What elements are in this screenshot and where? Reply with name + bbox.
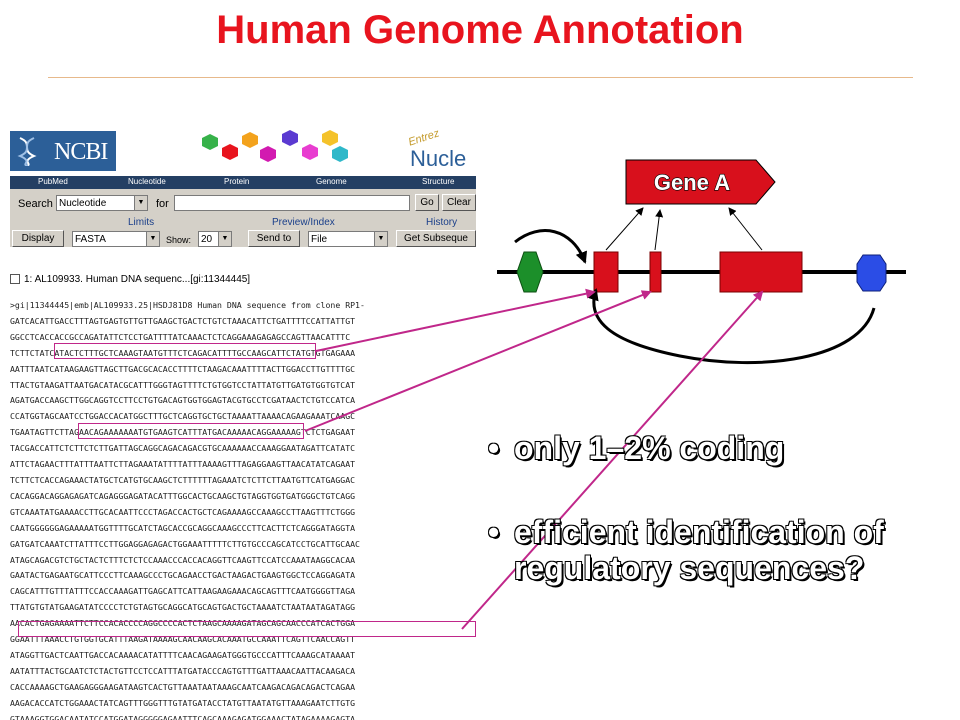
dna-helix-icon [17, 137, 37, 166]
sequence-to-exon3-arrow [461, 290, 764, 630]
nav-structure[interactable]: Structure [422, 177, 455, 186]
ncbi-logo-text: NCBI [54, 139, 108, 165]
highlight-box-2 [78, 423, 304, 439]
bullet-dot-icon: • [488, 514, 500, 550]
bullet-dot-icon: • [488, 430, 500, 466]
chevron-down-icon: ▼ [134, 196, 147, 210]
title-divider [48, 77, 913, 78]
nav-genome[interactable]: Genome [316, 177, 347, 186]
show-count-value: 20 [201, 234, 213, 245]
format-select[interactable]: FASTA ▼ [72, 231, 160, 247]
search-panel: Search Nucleotide ▼ for Go Clear Limits … [10, 189, 476, 247]
exon-2 [649, 251, 662, 293]
exon3-pointer [728, 207, 763, 251]
bullet-item: • only 1–2% coding [482, 430, 784, 466]
go-button[interactable]: Go [415, 194, 439, 211]
format-select-value: FASTA [75, 234, 106, 245]
clear-button[interactable]: Clear [442, 194, 476, 211]
fasta-sequence: >gi|11344445|emb|AL109933.25|HSDJ81D8 Hu… [10, 300, 365, 720]
highlight-box-3 [18, 621, 476, 637]
chevron-down-icon: ▼ [146, 232, 159, 246]
product-title: Nucle [410, 146, 467, 171]
get-subsequence-button[interactable]: Get Subseque [396, 230, 476, 247]
nav-nucleotide[interactable]: Nucleotide [128, 177, 166, 186]
promoter-element [516, 251, 544, 293]
enhancer-element [856, 254, 887, 292]
bullet-text-regulatory: efficient identification of regulatory s… [514, 514, 884, 586]
exon2-pointer [654, 209, 664, 251]
tab-limits[interactable]: Limits [128, 217, 155, 228]
exon-1 [593, 251, 619, 293]
bullet-item: • efficient identification of regulatory… [482, 514, 960, 586]
send-target-value: File [311, 234, 328, 245]
display-button[interactable]: Display [12, 230, 64, 247]
enhancer-loop-arrow [587, 288, 876, 365]
sequence-to-exon2-arrow [304, 290, 652, 432]
slide-title: Human Genome Annotation [216, 8, 744, 52]
send-target-select[interactable]: File ▼ [308, 231, 388, 247]
result-checkbox[interactable] [10, 274, 20, 285]
ncbi-screenshot: NCBI Entrez Nucle PubMed Nucleotide Prot… [10, 128, 476, 720]
molecule-art-icon [202, 130, 348, 162]
chevron-down-icon: ▼ [218, 232, 231, 246]
ncbi-nav-bar: PubMed Nucleotide Protein Genome Structu… [10, 176, 476, 189]
chevron-down-icon: ▼ [374, 232, 387, 246]
promoter-arrow [514, 229, 588, 264]
nav-pubmed[interactable]: PubMed [38, 177, 68, 186]
gene-label: Gene A [654, 170, 730, 195]
send-to-button[interactable]: Send to [248, 230, 300, 247]
highlight-box-1 [54, 343, 316, 359]
search-label: Search [18, 198, 53, 210]
exon1-pointer [605, 207, 644, 251]
search-input[interactable] [174, 195, 410, 211]
gene-label-tag [625, 159, 776, 205]
show-count-select[interactable]: 20 ▼ [198, 231, 232, 247]
tab-history[interactable]: History [426, 217, 458, 228]
result-header: 1: AL109933. Human DNA sequenc...[gi:113… [10, 274, 250, 285]
show-label: Show: [166, 235, 192, 245]
ncbi-header: NCBI Entrez Nucle [10, 128, 476, 174]
tab-preview-index[interactable]: Preview/Index [272, 217, 335, 228]
nav-protein[interactable]: Protein [224, 177, 250, 186]
sequence-to-exon1-arrow [315, 288, 596, 352]
for-label: for [156, 198, 169, 210]
ncbi-logo[interactable]: NCBI [10, 131, 116, 171]
exon-3 [719, 251, 803, 293]
result-title[interactable]: 1: AL109933. Human DNA sequenc...[gi:113… [24, 274, 251, 285]
database-select[interactable]: Nucleotide ▼ [56, 195, 148, 211]
bullet-text-coding: only 1–2% coding [514, 430, 785, 466]
database-select-value: Nucleotide [59, 198, 107, 209]
